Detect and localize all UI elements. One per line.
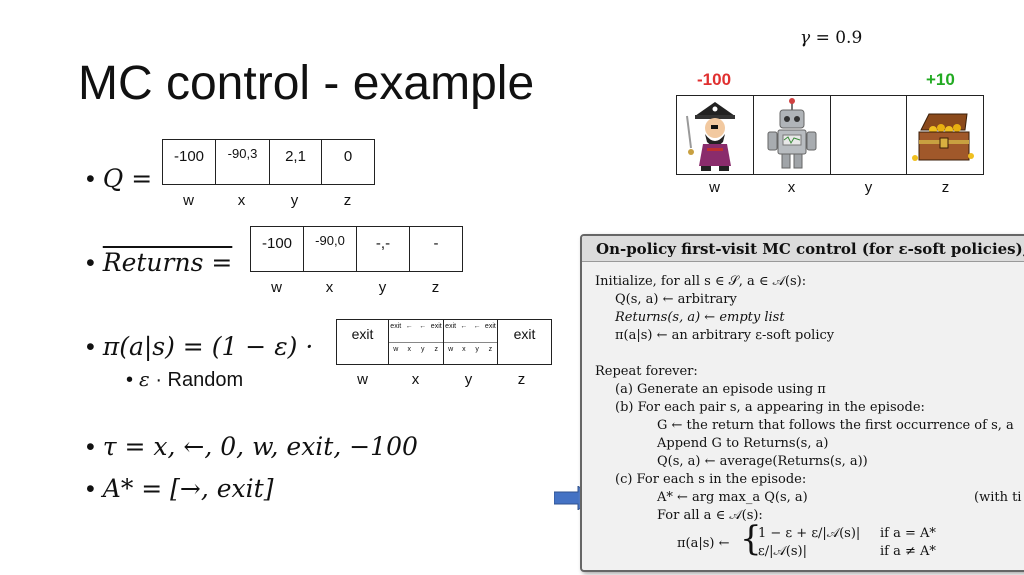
algo-line-returns-init: Returns(s, a) ← empty list: [615, 310, 785, 325]
q-label-w: w: [183, 192, 194, 209]
policy-table: exit exit ← ← exit w x y z exit ← ← exit…: [336, 319, 552, 365]
policy-mini-table-x: exit ← ← exit w x y z: [389, 320, 444, 364]
q-bullet-text: Q =: [102, 164, 153, 193]
policy-cell-z: exit: [513, 326, 536, 342]
returns-bullet: •Returns =: [86, 248, 233, 277]
policy-sub-text: · Random: [155, 369, 244, 391]
q-cell-y: 2,1: [270, 140, 322, 184]
policy-cell-w: exit: [337, 320, 389, 364]
pirate-icon: [686, 102, 735, 171]
episode-bullet-text: τ = x, ←, 0, w, exit, −100: [102, 432, 418, 461]
algo-line-tie-note: (with ti: [974, 490, 1022, 505]
algo-line-q-init: Q(s, a) ← arbitrary: [615, 292, 737, 307]
grid-label-y: y: [864, 179, 873, 196]
returns-bullet-text: Returns =: [102, 248, 233, 277]
q-cell-z: 0: [343, 148, 353, 165]
q-cell-x: -90,3: [216, 140, 270, 184]
q-cell-w: -100: [163, 140, 216, 184]
policy-bullet: •π(a|s) = (1 − ε) ·: [86, 332, 314, 361]
astar-bullet: •A* = [→, exit]: [86, 474, 274, 503]
returns-label-y: y: [378, 279, 387, 296]
algo-line-return: G ← the return that follows the first oc…: [657, 418, 1014, 433]
q-bullet: •Q =: [86, 164, 153, 193]
algo-line-average: Q(s, a) ← average(Returns(s, a)): [657, 454, 868, 469]
gridworld: [676, 95, 984, 175]
returns-cell-x: -90,0: [304, 227, 357, 271]
returns-labels: w x y z: [250, 279, 462, 296]
algo-line-for-all: For all a ∈ 𝒜(s):: [657, 508, 763, 523]
policy-label-x: x: [411, 371, 420, 388]
policy-mini-table-y: exit ← ← exit w x y z: [444, 320, 498, 364]
algo-case2-cond: if a ≠ A*: [880, 544, 936, 559]
algo-case1-value: 1 − ε + ε/|𝒜(s)|: [758, 526, 861, 541]
reward-w: -100: [697, 70, 732, 89]
algorithm-box: On-policy first-visit MC control (for ε-…: [580, 234, 1024, 572]
algo-case1-cond: if a = A*: [880, 526, 936, 541]
algo-line-step-a: (a) Generate an episode using π: [615, 382, 826, 397]
algo-line-argmax: A* ← arg max_a Q(s, a): [657, 490, 808, 505]
policy-bullet-text: π(a|s) = (1 − ε) ·: [102, 332, 314, 361]
policy-label-w: w: [357, 371, 368, 388]
gamma-value: 0.9: [835, 28, 863, 48]
algo-line-step-c: (c) For each s in the episode:: [615, 472, 807, 487]
returns-cell-z: -: [433, 235, 439, 252]
returns-cell-y: -,-: [357, 227, 410, 271]
treasure-chest-icon: [912, 113, 974, 161]
grid-label-w: w: [709, 179, 720, 196]
policy-label-z: z: [517, 371, 526, 388]
algo-brace: {: [740, 519, 762, 559]
gamma-label: γ = 0.9: [800, 28, 862, 48]
returns-table: -100 -90,0 -,- -: [250, 226, 463, 272]
grid-label-x: x: [787, 179, 796, 196]
returns-cell-w: -100: [251, 227, 304, 271]
grid-cell-y: [831, 96, 907, 174]
slide-title: MC control - example: [78, 57, 535, 110]
policy-label-y: y: [464, 371, 473, 388]
episode-bullet: •τ = x, ←, 0, w, exit, −100: [86, 432, 418, 461]
grid-cell-z: [907, 96, 983, 174]
robot-icon: [767, 98, 817, 169]
grid-cell-w: [677, 96, 754, 174]
algo-line-policy-init: π(a|s) ← an arbitrary ε-soft policy: [615, 328, 835, 343]
q-label-x: x: [237, 192, 246, 209]
reward-z: +10: [926, 70, 955, 89]
epsilon-symbol: ε: [139, 367, 150, 391]
q-labels: w x y z: [162, 192, 374, 209]
policy-labels: w x y z: [336, 371, 548, 388]
algo-line-policy-update: π(a|s) ←: [677, 536, 730, 551]
gamma-symbol: γ =: [800, 28, 830, 48]
algo-line-init: Initialize, for all s ∈ 𝒮, a ∈ 𝒜(s):: [595, 274, 807, 289]
returns-label-w: w: [271, 279, 282, 296]
grid-cell-x: [754, 96, 831, 174]
astar-bullet-text: A* = [→, exit]: [102, 474, 274, 503]
returns-label-z: z: [431, 279, 440, 296]
q-label-y: y: [290, 192, 299, 209]
policy-sub-bullet: •ε · Random: [126, 367, 244, 391]
returns-label-x: x: [325, 279, 334, 296]
algorithm-title: On-policy first-visit MC control (for ε-…: [582, 236, 1024, 262]
gridworld-labels: w x y z: [676, 179, 984, 196]
q-label-z: z: [343, 192, 352, 209]
algo-line-repeat: Repeat forever:: [595, 364, 698, 379]
algo-line-append: Append G to Returns(s, a): [657, 436, 829, 451]
algo-line-step-b: (b) For each pair s, a appearing in the …: [615, 400, 925, 415]
algo-case2-value: ε/|𝒜(s)|: [758, 544, 807, 559]
grid-label-z: z: [941, 179, 950, 196]
q-table: -100 -90,3 2,1 0: [162, 139, 375, 185]
